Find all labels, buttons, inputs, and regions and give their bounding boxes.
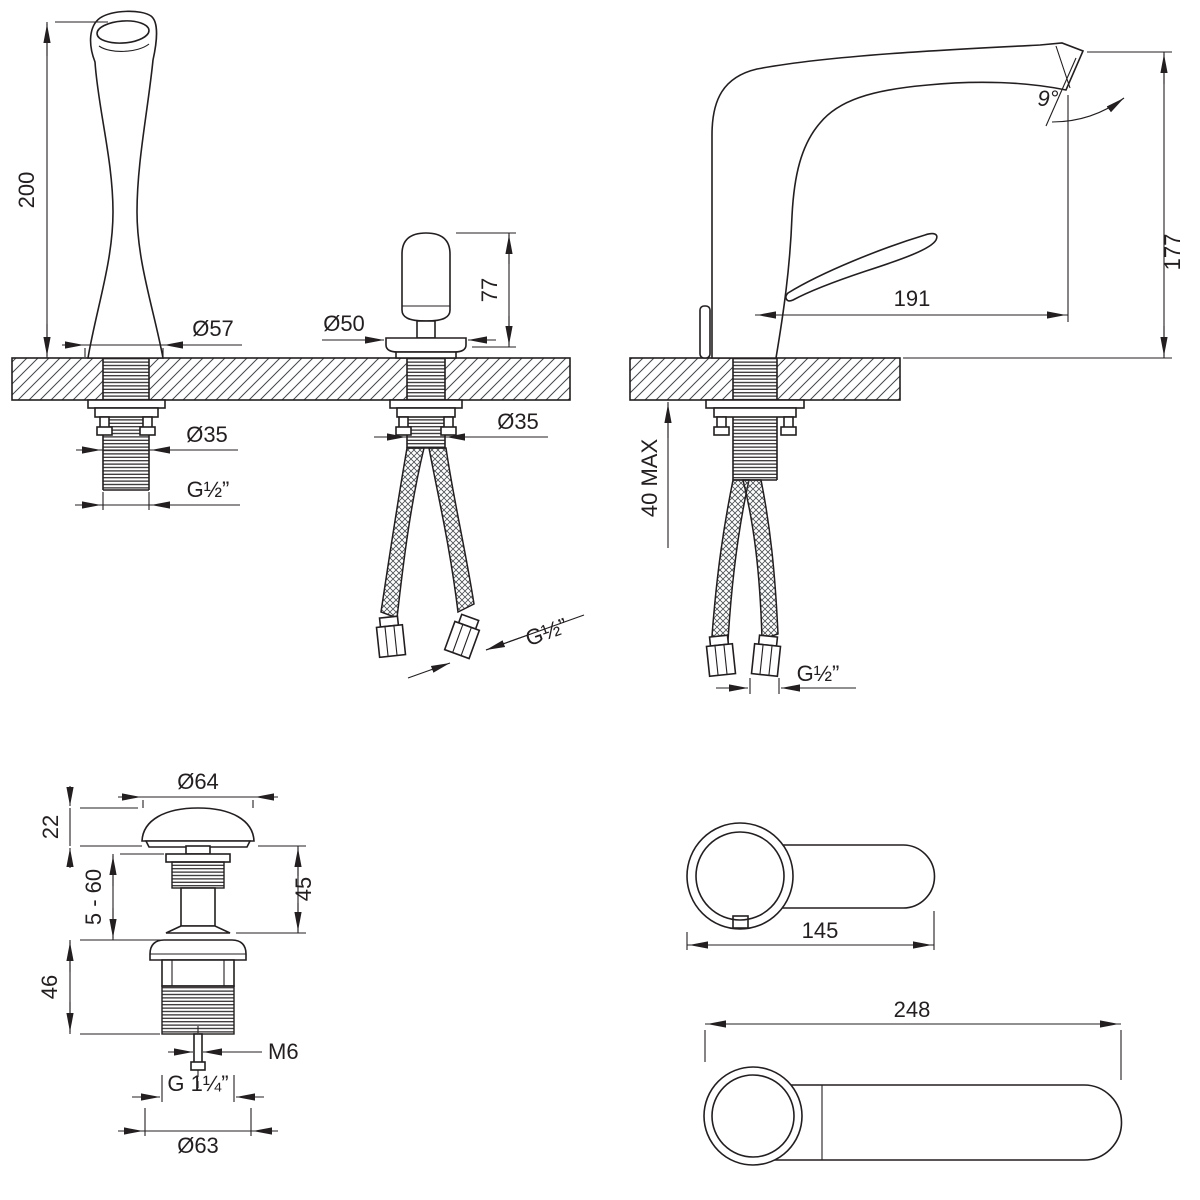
dim-drain-upper-height: 45 bbox=[236, 845, 316, 934]
side-hose-nut-right bbox=[750, 634, 782, 678]
dim-spout-thread: G½” bbox=[75, 477, 240, 510]
dim-handle-height: 77 bbox=[456, 232, 516, 348]
side-flex-hose-left bbox=[711, 479, 750, 643]
spout-threaded-shank bbox=[102, 358, 150, 491]
dim-drain-cap-height: 22 bbox=[38, 786, 142, 868]
dim-handle-hose-thread: G½” bbox=[407, 613, 585, 679]
view-faucet-side: 9° 177 191 40 MAX G½” bbox=[637, 42, 1185, 694]
dim-label-deck-thickness: 40 MAX bbox=[637, 439, 662, 518]
side-flex-hose-right bbox=[742, 479, 779, 641]
dim-label-handle-hose-thread: G½” bbox=[522, 613, 571, 651]
dim-spout-height: 200 bbox=[14, 21, 108, 358]
drain-upper-body bbox=[165, 853, 231, 934]
drain-cap bbox=[141, 807, 255, 855]
hose-nut-left bbox=[375, 615, 407, 659]
spout-body bbox=[87, 10, 164, 359]
dim-label-handle-height: 77 bbox=[477, 278, 502, 302]
dim-side-hose-thread: G½” bbox=[716, 661, 856, 694]
dim-spout-shank-diameter: Ø35 bbox=[76, 422, 238, 454]
mounting-deck-left bbox=[11, 357, 571, 401]
dim-spout-base-diameter: Ø57 bbox=[62, 316, 242, 357]
dim-label-side-height: 177 bbox=[1160, 234, 1185, 271]
side-hose-nut-left bbox=[705, 634, 737, 678]
dim-label-drain-cap-diameter: Ø64 bbox=[177, 769, 219, 794]
dim-spout-top-length: 248 bbox=[704, 997, 1122, 1080]
spout-lip-line bbox=[98, 43, 150, 52]
dim-label-spout-angle: 9° bbox=[1037, 86, 1058, 111]
pop-up-rod bbox=[699, 305, 711, 359]
spout-top-base-circle bbox=[703, 1066, 803, 1166]
dim-drain-screw: M6 bbox=[168, 1039, 299, 1064]
flex-hose-left bbox=[380, 447, 425, 620]
dim-label-spout-shank-diameter: Ø35 bbox=[186, 422, 228, 447]
flex-hose-right bbox=[428, 447, 475, 614]
dim-label-spout-height: 200 bbox=[14, 172, 39, 209]
handle-set-screw bbox=[732, 915, 749, 929]
hose-nut-right bbox=[443, 613, 481, 660]
dim-handle-shank-diameter: Ø35 bbox=[374, 409, 548, 441]
dim-label-handle-base-diameter: Ø50 bbox=[323, 311, 365, 336]
faucet-lever bbox=[785, 232, 938, 302]
drain-lower-body bbox=[149, 939, 247, 1035]
dim-deck-thickness: 40 MAX bbox=[637, 402, 672, 548]
view-handle-front: 77 Ø50 Ø35 G½” bbox=[322, 232, 585, 679]
dim-label-handle-top-length: 145 bbox=[802, 918, 839, 943]
dim-label-drain-lower-height: 46 bbox=[37, 975, 62, 999]
dim-drain-cap-diameter: Ø64 bbox=[118, 769, 278, 808]
dim-label-drain-flange-diameter: Ø63 bbox=[177, 1133, 219, 1158]
side-threaded-shank bbox=[732, 358, 778, 481]
dim-label-drain-adjust-range: 5 - 60 bbox=[81, 869, 106, 925]
dim-label-drain-upper-height: 45 bbox=[291, 877, 316, 901]
dim-label-spout-thread: G½” bbox=[187, 477, 230, 502]
dim-handle-top-length: 145 bbox=[686, 911, 935, 950]
side-mounting-bracket bbox=[705, 399, 805, 436]
dim-drain-adjust-range: 5 - 60 bbox=[80, 853, 164, 941]
view-spout-front: 200 Ø57 Ø35 G½” bbox=[14, 10, 242, 510]
spout-top-body bbox=[752, 1084, 1123, 1161]
dim-label-drain-screw: M6 bbox=[268, 1039, 299, 1064]
faucet-side-body bbox=[711, 42, 1085, 359]
dim-drain-flange-diameter: Ø63 bbox=[118, 1108, 278, 1158]
dim-label-handle-shank-diameter: Ø35 bbox=[497, 409, 539, 434]
handle-body bbox=[385, 232, 467, 359]
view-drain: Ø64 bbox=[37, 769, 316, 1158]
dim-label-side-hose-thread: G½” bbox=[797, 661, 840, 686]
dim-drain-thread: G 1¼” bbox=[132, 1071, 264, 1102]
handle-top-rosette bbox=[686, 822, 794, 930]
dim-side-height: 177 bbox=[903, 51, 1185, 359]
drain-screw bbox=[190, 1026, 206, 1088]
dim-label-drain-cap-height: 22 bbox=[38, 815, 63, 839]
view-spout-top: 248 bbox=[703, 997, 1123, 1166]
spout-tip-edge bbox=[1055, 45, 1071, 89]
dim-spout-angle: 9° bbox=[1037, 57, 1125, 127]
view-handle-top: 145 bbox=[686, 822, 936, 950]
spout-outlet-opening bbox=[96, 20, 150, 44]
dim-label-spout-base-diameter: Ø57 bbox=[192, 316, 234, 341]
dim-spout-reach: 191 bbox=[755, 95, 1069, 322]
handle-mounting-bracket bbox=[389, 399, 463, 436]
dim-drain-lower-height: 46 bbox=[37, 940, 160, 1035]
dim-label-drain-thread: G 1¼” bbox=[167, 1071, 228, 1096]
dim-label-spout-reach: 191 bbox=[894, 286, 931, 311]
dim-handle-base-diameter: Ø50 bbox=[322, 311, 496, 344]
spout-mounting-bracket bbox=[87, 399, 166, 436]
dim-label-spout-top-length: 248 bbox=[894, 997, 931, 1022]
